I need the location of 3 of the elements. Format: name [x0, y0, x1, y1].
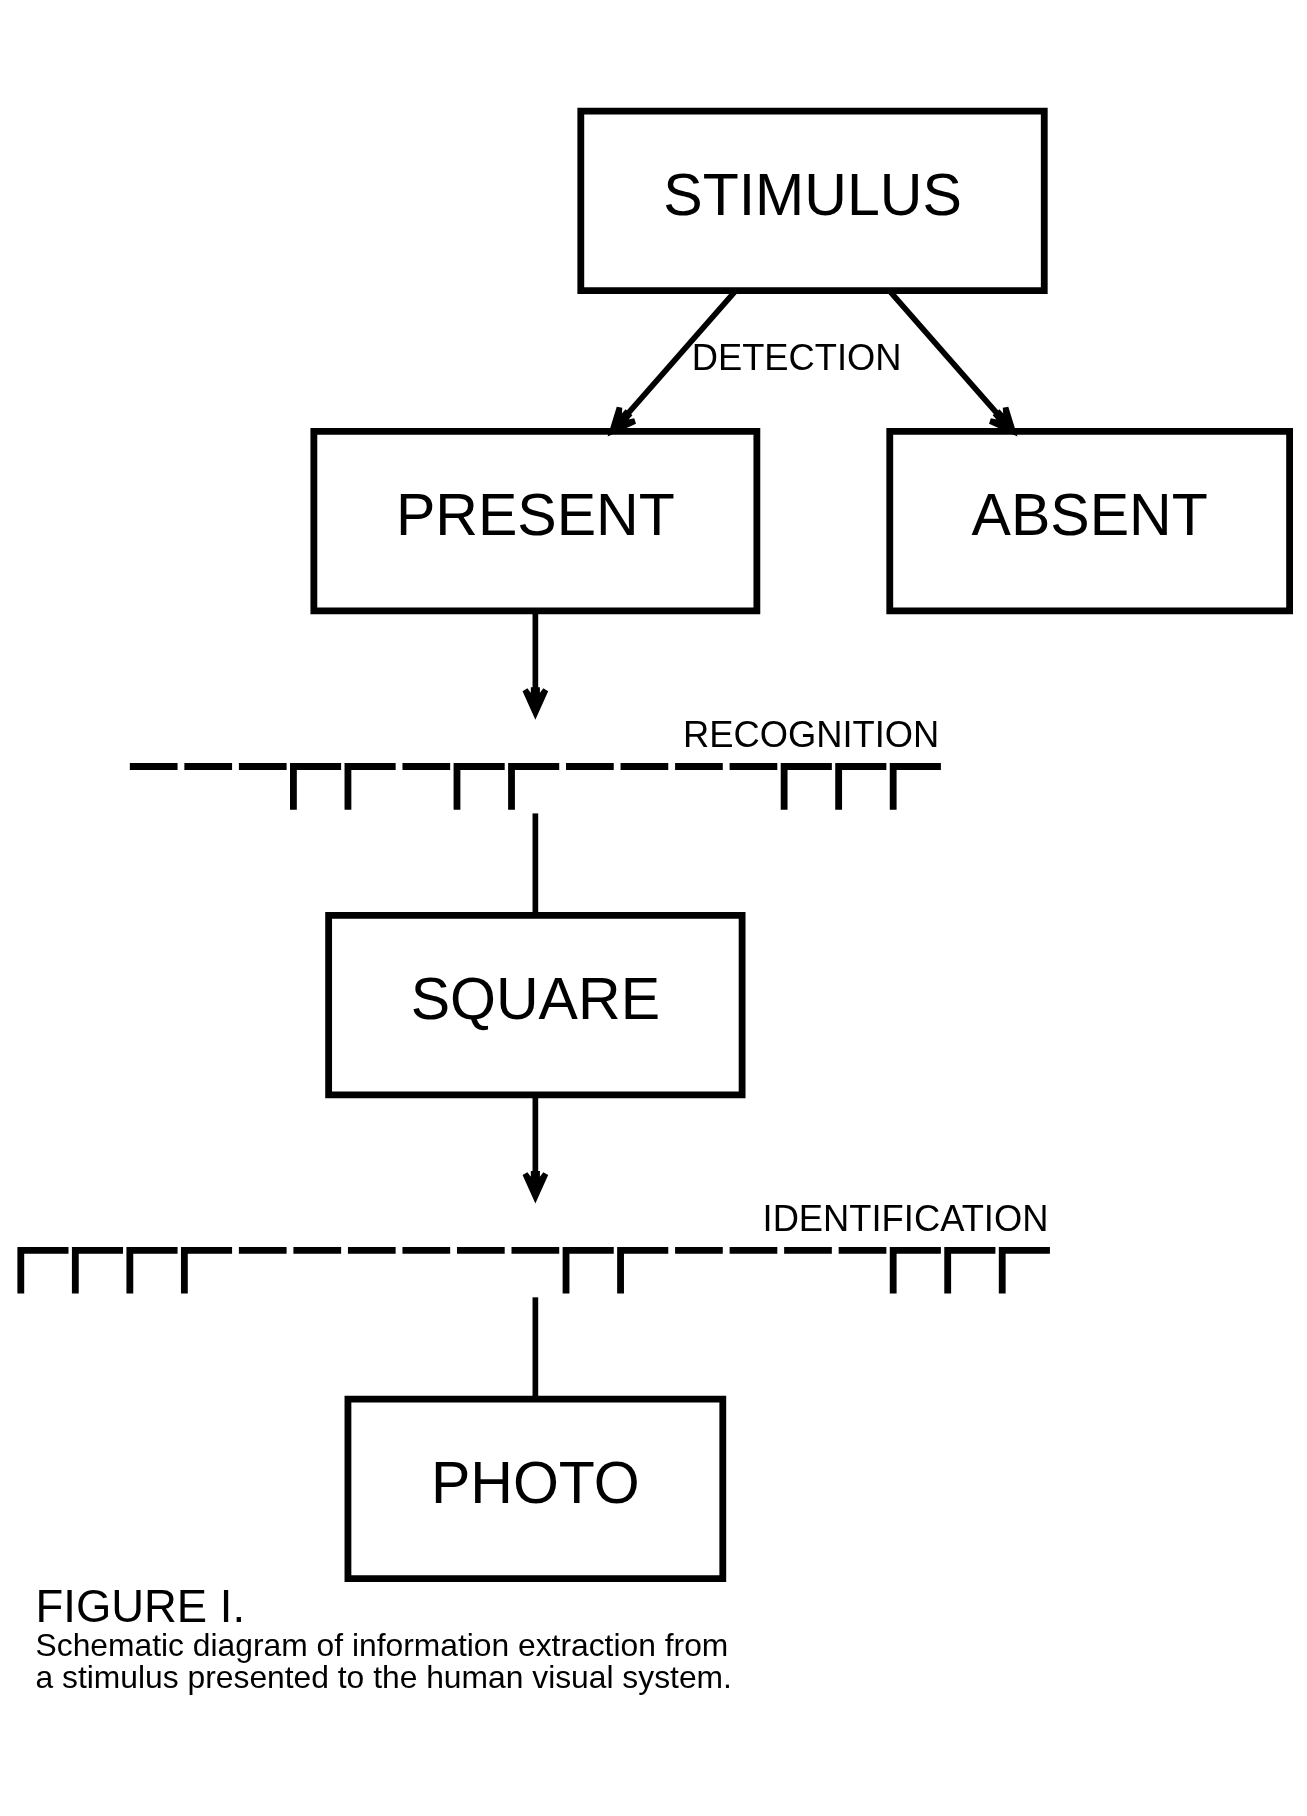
edge-label: DETECTION — [691, 336, 902, 378]
node-text: RECOGNITION — [683, 713, 940, 755]
node-text: IDENTIFICATION — [762, 1197, 1049, 1239]
